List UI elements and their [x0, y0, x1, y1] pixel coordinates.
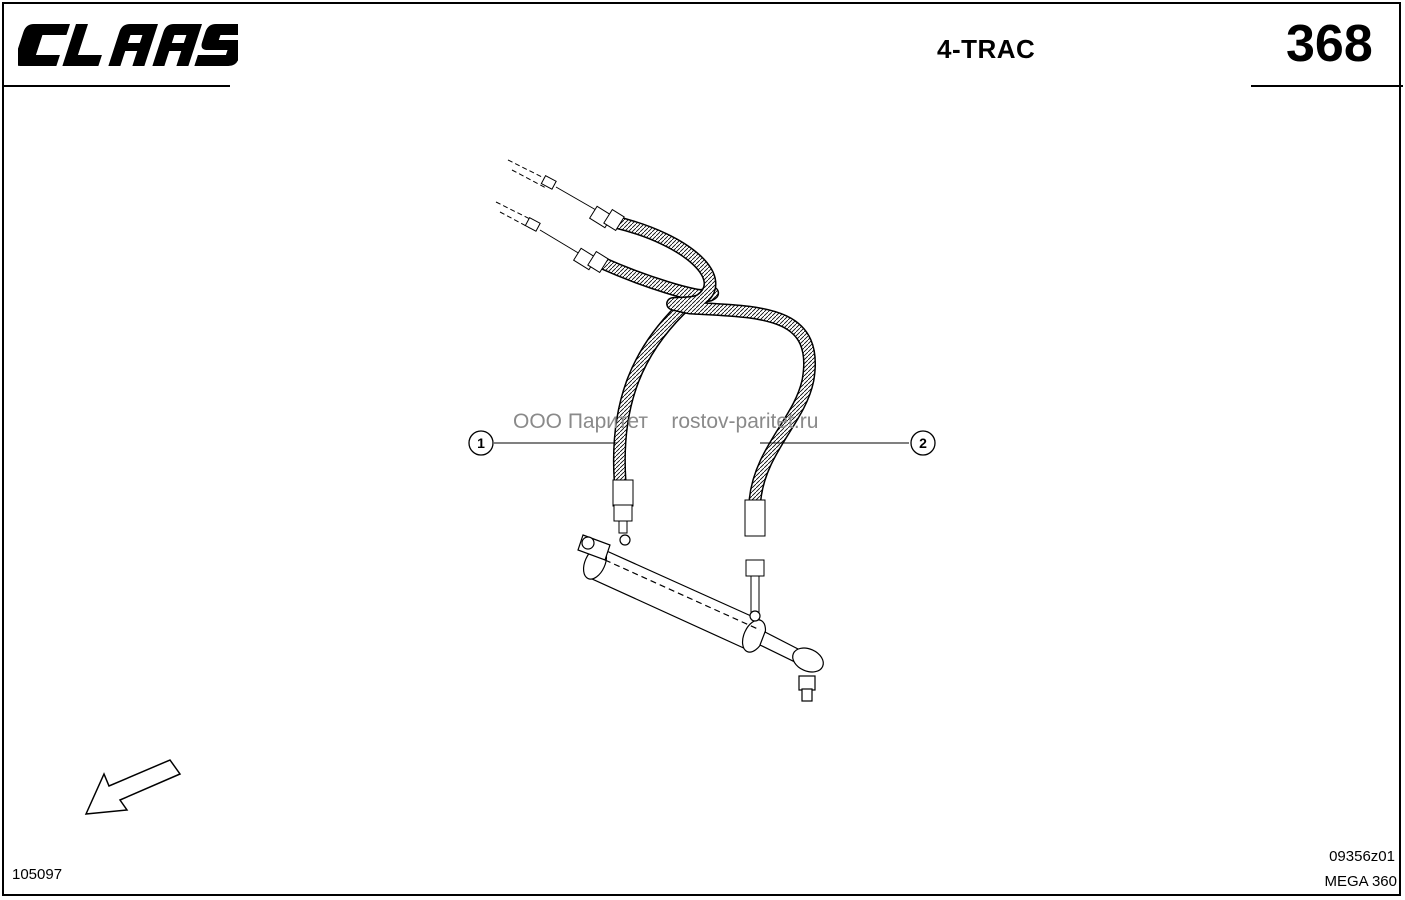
direction-arrow-icon	[84, 759, 182, 815]
header-rule-right	[1251, 85, 1403, 87]
page-number: 368	[1286, 15, 1373, 73]
diagram-title: 4-TRAC	[937, 34, 1036, 64]
pipe-continuation-upper	[495, 159, 597, 255]
hydraulic-cylinder	[577, 534, 824, 702]
callout-2-number: 2	[919, 435, 927, 451]
header-rule-left	[2, 85, 230, 87]
callout-1-number: 1	[477, 435, 485, 451]
model-name: MEGA 360	[1324, 873, 1397, 890]
claas-logo	[18, 24, 238, 66]
reference-code: 105097	[12, 866, 63, 883]
callout-2: 2	[910, 430, 936, 456]
hydraulic-hose-1	[572, 247, 719, 534]
drawing-code: 09356z01	[1329, 848, 1395, 865]
hydraulic-hose-2	[588, 205, 816, 617]
watermark-text: ООО Паритет rostov-paritet.ru	[513, 410, 819, 433]
callout-1: 1	[468, 430, 494, 456]
